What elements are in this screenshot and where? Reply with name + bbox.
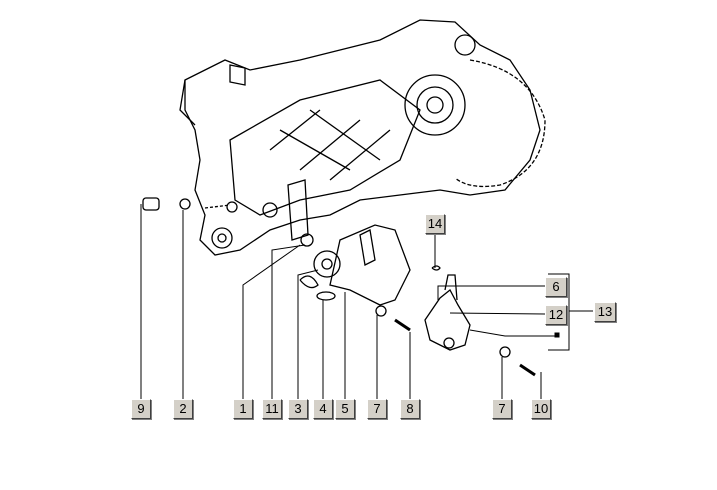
callout-11[interactable]: 11 (262, 399, 282, 419)
callout-7[interactable]: 7 (367, 399, 387, 419)
callout-2[interactable]: 2 (173, 399, 193, 419)
callout-12[interactable]: 12 (545, 305, 567, 325)
callout-7-second[interactable]: 7 (492, 399, 512, 419)
crankcase-drawing (179, 19, 546, 256)
callout-8[interactable]: 8 (400, 399, 420, 419)
callout-1[interactable]: 1 (233, 399, 253, 419)
callout-6[interactable]: 6 (545, 277, 567, 297)
callout-5[interactable]: 5 (335, 399, 355, 419)
callout-14[interactable]: 14 (425, 214, 445, 234)
leader-lines (140, 204, 593, 400)
callout-13[interactable]: 13 (594, 302, 616, 322)
callout-10[interactable]: 10 (531, 399, 551, 419)
callout-4[interactable]: 4 (313, 399, 333, 419)
parts-drawings (142, 197, 536, 377)
callout-3[interactable]: 3 (288, 399, 308, 419)
callout-9[interactable]: 9 (131, 399, 151, 419)
